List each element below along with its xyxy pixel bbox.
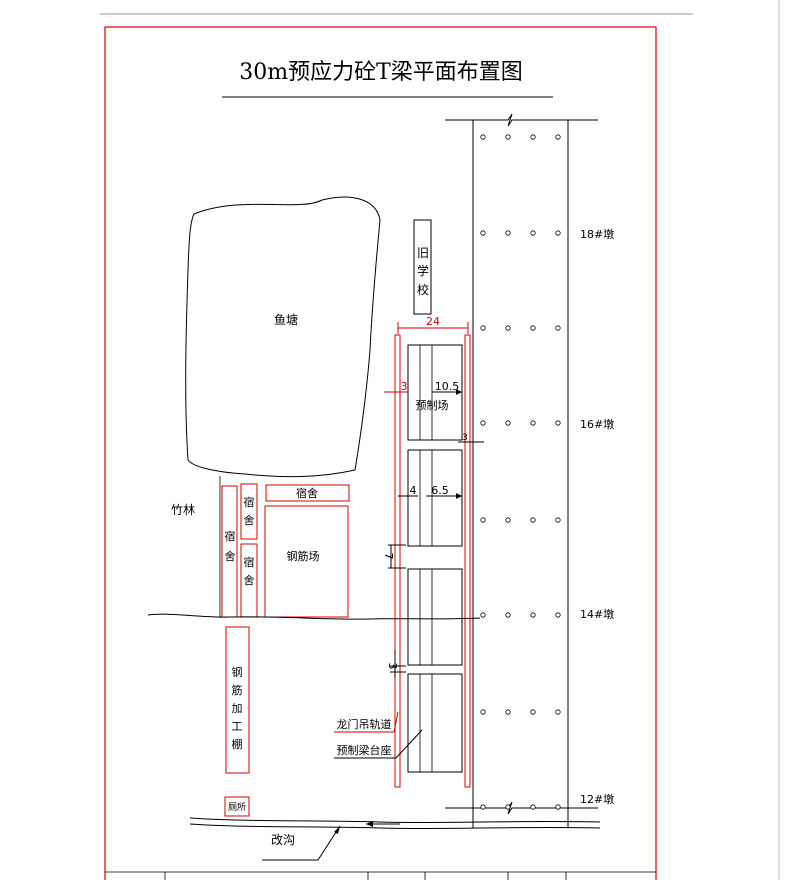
rebar-shed-label-1: 钢 — [232, 666, 243, 679]
pier-dot — [555, 517, 561, 523]
ditch-line-lower — [189, 823, 601, 830]
pier-dot — [505, 517, 511, 523]
dorm-top — [265, 484, 350, 502]
pier-label-18: 18#墩 — [580, 227, 614, 241]
old-school-label-1: 旧 — [417, 246, 429, 260]
pier-dot — [555, 420, 561, 426]
pier-dot — [505, 420, 511, 426]
pier-dot — [530, 230, 536, 236]
ground-line — [147, 613, 481, 620]
pier-dot — [555, 230, 561, 236]
pier-dot — [555, 612, 561, 618]
dim-3-lower-label: 3 — [386, 663, 399, 670]
toilet-label: 厕所 — [228, 802, 246, 813]
dorm-mid-upper-label-1: 宿 — [244, 495, 255, 509]
dorm-mid-upper-label-2: 舍 — [244, 513, 255, 527]
dim-4-label: 4 — [410, 484, 417, 497]
dorm-mid-lower-label-2: 舍 — [244, 573, 255, 587]
pedestal-block — [407, 449, 463, 547]
page-title: 30m预应力砼T梁平面布置图 — [239, 60, 523, 85]
dim-7-label: 7 — [382, 553, 395, 560]
pier-label-14: 14#墩 — [580, 607, 614, 621]
pier-dot — [480, 134, 486, 140]
pier-label-16: 16#墩 — [580, 417, 614, 431]
pier-dot — [480, 612, 486, 618]
pier-dot — [530, 612, 536, 618]
pier-dot — [480, 230, 486, 236]
rebar-shed-label-4: 工 — [232, 720, 243, 733]
precast-yard-label: 预制场 — [416, 398, 449, 412]
dorm-left-label-2: 舍 — [225, 549, 236, 563]
ditch-line-upper — [189, 817, 601, 824]
ditch-label: 改沟 — [271, 833, 295, 847]
pedestal-label: 预制梁台座 — [337, 743, 392, 757]
bamboo-label: 竹林 — [171, 503, 195, 517]
break-line-top — [445, 113, 598, 127]
pier-dot — [530, 134, 536, 140]
pier-dot — [505, 134, 511, 140]
dim-24-label: 24 — [426, 315, 440, 328]
dim-6-5-label: 6.5 — [431, 484, 449, 497]
pier-dot — [505, 709, 511, 715]
dim-10-5-label: 10.5 — [435, 380, 460, 393]
break-line-bottom — [445, 801, 598, 815]
gantry-rails — [394, 334, 471, 788]
dim-3-top-label: 3 — [401, 380, 408, 393]
dorm-mid-lower-label-1: 宿 — [244, 555, 255, 569]
pier-label-12: 12#墩 — [580, 792, 614, 806]
pier-dot — [555, 134, 561, 140]
pier-dot — [555, 804, 561, 810]
pier-dots — [480, 134, 561, 810]
pier-dot — [480, 804, 486, 810]
ditch-flow-arrowhead — [366, 821, 373, 827]
drawing-frame — [104, 26, 657, 880]
pedestal-block — [407, 673, 463, 773]
pier-dot — [530, 804, 536, 810]
pier-dot — [505, 804, 511, 810]
pier-dot — [530, 709, 536, 715]
fish-pond — [185, 196, 381, 478]
bridge-strip — [445, 113, 598, 828]
rebar-shed-label-3: 加 — [232, 702, 243, 715]
dorm-top-label: 宿舍 — [296, 486, 318, 500]
dorm-mid-upper — [240, 483, 258, 540]
dorm-left-label-1: 宿 — [225, 529, 236, 543]
gantry-rail-right — [464, 334, 471, 788]
pier-dot — [530, 325, 536, 331]
pier-dot — [530, 420, 536, 426]
pier-dot — [530, 517, 536, 523]
gantry-rail-left — [394, 334, 401, 788]
rebar-shed-label-5: 棚 — [232, 737, 243, 751]
rebar-yard — [264, 505, 349, 618]
pier-dot — [505, 325, 511, 331]
pier-dot — [555, 325, 561, 331]
old-school-label-3: 校 — [417, 282, 429, 297]
ditch-leader-arrowhead — [334, 826, 340, 834]
pier-dot — [555, 709, 561, 715]
old-school-label-2: 学 — [417, 263, 429, 278]
toilet — [224, 796, 250, 817]
pier-dot — [505, 612, 511, 618]
pier-dot — [480, 420, 486, 426]
title-block-grid — [105, 871, 656, 880]
gantry-track-label: 龙门吊轨道 — [337, 717, 392, 731]
ditch-leader-line — [262, 825, 341, 861]
fish-pond-label: 鱼塘 — [274, 312, 298, 327]
pier-dot — [480, 709, 486, 715]
pier-dot — [480, 325, 486, 331]
rebar-shed — [225, 626, 250, 774]
pedestal-block — [407, 568, 463, 666]
rebar-yard-label: 钢筋场 — [287, 549, 320, 563]
dim-3-right-label: 3 — [462, 433, 468, 443]
pier-dot — [480, 517, 486, 523]
old-school-building — [413, 219, 432, 315]
pier-dot — [505, 230, 511, 236]
rebar-shed-label-2: 筋 — [232, 683, 243, 697]
